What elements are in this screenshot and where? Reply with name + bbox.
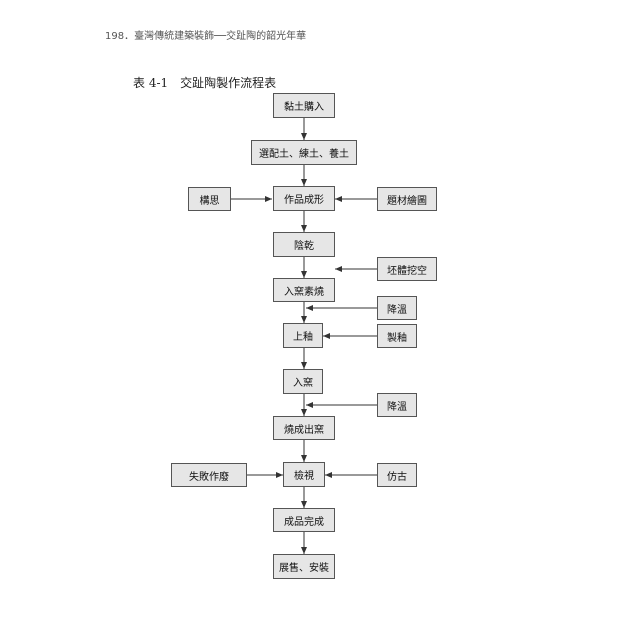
node-inspection: 檢視 [283, 462, 325, 487]
node-forming: 作品成形 [273, 186, 335, 211]
page-header: 198．臺灣傳統建築裝飾──交趾陶的韶光年華 [105, 31, 307, 42]
table-caption: 表 4-1 交趾陶製作流程表 [133, 76, 277, 90]
node-firing-out: 燒成出窯 [273, 416, 335, 440]
node-glazing: 上釉 [283, 323, 323, 348]
node-sale-install: 展售、安裝 [273, 554, 335, 579]
node-hollowing: 坯體挖空 [377, 257, 437, 281]
node-clay-prep: 選配土、練土、養土 [251, 140, 357, 165]
node-cooling-1: 降溫 [377, 296, 417, 320]
node-finished: 成品完成 [273, 508, 335, 532]
node-drying: 陰乾 [273, 232, 335, 257]
node-glaze-making: 製釉 [377, 324, 417, 348]
node-cooling-2: 降溫 [377, 393, 417, 417]
node-antiquing: 仿古 [377, 463, 417, 487]
node-bisque-firing: 入窯素燒 [273, 278, 335, 302]
node-kiln-loading: 入窯 [283, 369, 323, 394]
node-failure-scrap: 失敗作廢 [171, 463, 247, 487]
node-clay-purchase: 黏土購入 [273, 93, 335, 118]
node-concept: 構思 [188, 187, 231, 211]
node-subject-drawing: 題材繪圖 [377, 187, 437, 211]
